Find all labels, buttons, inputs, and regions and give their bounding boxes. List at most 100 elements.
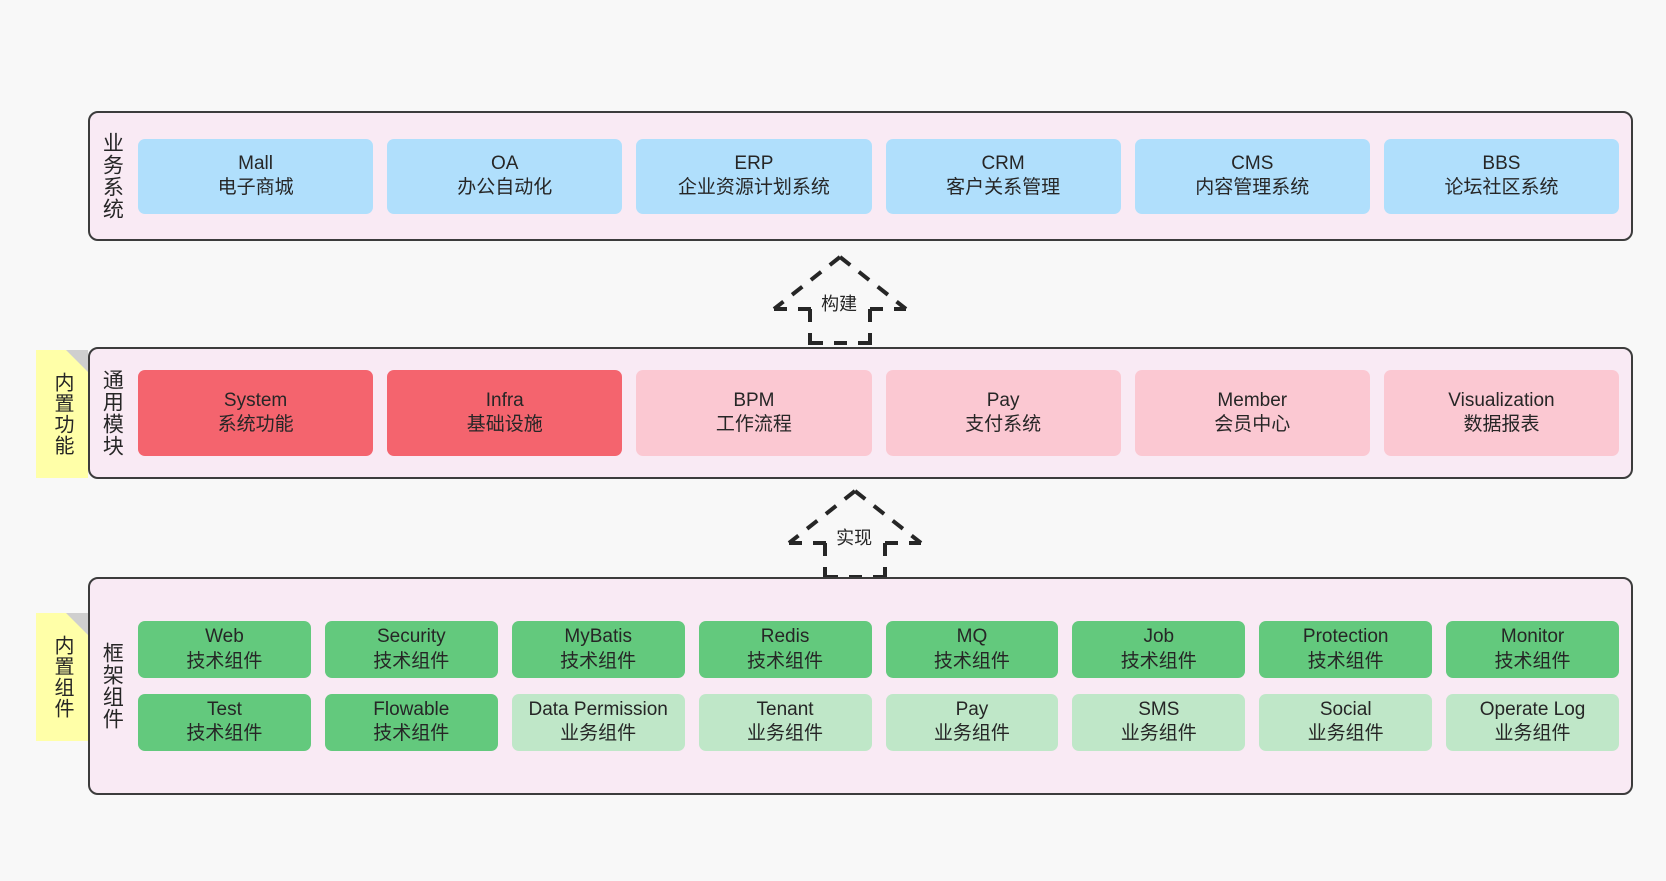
card-security-desc: 技术组件: [373, 650, 450, 672]
card-oa[interactable]: OA 办公自动化: [387, 138, 623, 214]
card-protection-name: Protection: [1302, 626, 1389, 648]
card-visualization-desc: 数据报表: [1463, 414, 1540, 435]
card-job-name: Job: [1143, 626, 1175, 648]
card-bbs-name: BBS: [1482, 152, 1521, 174]
card-system-desc: 系统功能: [217, 414, 294, 435]
card-operate-log-desc: 业务组件: [1494, 723, 1571, 745]
framework-biz-row: Test 技术组件 Flowable 技术组件 Data Permission …: [138, 694, 1619, 751]
card-security-name: Security: [376, 626, 446, 648]
card-monitor-name: Monitor: [1500, 626, 1565, 648]
card-oa-name: OA: [491, 152, 519, 174]
card-bpm-desc: 工作流程: [715, 414, 792, 435]
card-test-desc: 技术组件: [186, 723, 263, 745]
card-mall-name: Mall: [238, 152, 273, 174]
framework-components-body: Web 技术组件 Security 技术组件 MyBatis 技术组件 Redi…: [132, 579, 1631, 793]
card-social[interactable]: Social 业务组件: [1259, 694, 1433, 751]
card-web-name: Web: [205, 626, 244, 648]
sticky-note-builtin-functions-label: 内置功能: [51, 372, 73, 456]
card-mq-desc: 技术组件: [933, 650, 1010, 672]
card-tenant-desc: 业务组件: [747, 723, 824, 745]
card-pay-module-name: Pay: [986, 389, 1020, 411]
card-flowable-name: Flowable: [373, 699, 450, 720]
card-crm[interactable]: CRM 客户关系管理: [885, 138, 1121, 214]
card-social-desc: 业务组件: [1307, 723, 1384, 745]
card-visualization-name: Visualization: [1448, 389, 1555, 411]
card-security[interactable]: Security 技术组件: [324, 621, 498, 678]
card-member-desc: 会员中心: [1214, 414, 1291, 435]
card-infra-name: Infra: [485, 389, 524, 411]
card-visualization[interactable]: Visualization 数据报表: [1383, 370, 1620, 456]
card-redis[interactable]: Redis 技术组件: [698, 621, 872, 678]
card-cms-desc: 内容管理系统: [1195, 177, 1310, 198]
card-pay-component-name: Pay: [955, 699, 989, 720]
sticky-fold-icon: [66, 350, 88, 372]
card-mq[interactable]: MQ 技术组件: [885, 621, 1059, 678]
card-operate-log[interactable]: Operate Log 业务组件: [1446, 694, 1619, 751]
card-crm-desc: 客户关系管理: [946, 177, 1061, 198]
sticky-fold-icon: [66, 613, 88, 635]
card-member[interactable]: Member 会员中心: [1134, 370, 1370, 456]
card-mybatis-name: MyBatis: [564, 626, 632, 648]
card-sms[interactable]: SMS 业务组件: [1072, 694, 1246, 751]
card-mybatis[interactable]: MyBatis 技术组件: [511, 621, 685, 678]
card-test-name: Test: [207, 699, 242, 720]
card-redis-desc: 技术组件: [747, 650, 824, 672]
card-protection[interactable]: Protection 技术组件: [1259, 621, 1433, 678]
connector-build-label: 构建: [818, 289, 861, 317]
sticky-note-builtin-components: 内置组件: [36, 613, 88, 741]
sticky-note-builtin-components-label: 内置组件: [51, 635, 73, 719]
sticky-note-builtin-functions: 内置功能: [36, 350, 88, 478]
card-erp-desc: 企业资源计划系统: [677, 177, 830, 198]
layer-framework-components: 框架组件 Web 技术组件 Security 技术组件 MyBatis 技术组件…: [88, 577, 1633, 795]
card-oa-desc: 办公自动化: [457, 177, 553, 198]
card-bbs[interactable]: BBS 论坛社区系统: [1383, 138, 1620, 214]
card-mall[interactable]: Mall 电子商城: [138, 138, 374, 214]
card-protection-desc: 技术组件: [1307, 650, 1384, 672]
card-job[interactable]: Job 技术组件: [1072, 621, 1246, 678]
card-flowable-desc: 技术组件: [373, 723, 450, 745]
card-monitor[interactable]: Monitor 技术组件: [1446, 621, 1619, 678]
card-member-name: Member: [1217, 389, 1288, 411]
connector-build: 构建: [760, 253, 920, 345]
card-flowable[interactable]: Flowable 技术组件: [324, 694, 498, 751]
card-redis-name: Redis: [760, 626, 810, 648]
business-systems-card-row: Mall 电子商城 OA 办公自动化 ERP 企业资源计划系统 CRM 客户关系…: [132, 113, 1631, 239]
card-web[interactable]: Web 技术组件: [138, 621, 311, 678]
card-cms-name: CMS: [1231, 152, 1274, 174]
card-tenant-name: Tenant: [756, 699, 814, 720]
card-data-permission-name: Data Permission: [528, 699, 668, 720]
card-mq-name: MQ: [956, 626, 988, 648]
connector-implement-label: 实现: [833, 523, 876, 551]
card-mall-desc: 电子商城: [217, 177, 294, 198]
card-erp[interactable]: ERP 企业资源计划系统: [636, 138, 872, 214]
card-mybatis-desc: 技术组件: [560, 650, 637, 672]
card-bpm[interactable]: BPM 工作流程: [636, 370, 872, 456]
card-crm-name: CRM: [981, 152, 1025, 174]
card-tenant[interactable]: Tenant 业务组件: [698, 694, 872, 751]
common-modules-card-row: System 系统功能 Infra 基础设施 BPM 工作流程 Pay 支付系统…: [132, 349, 1631, 477]
layer-common-modules-title: 通用模块: [100, 369, 124, 457]
card-infra[interactable]: Infra 基础设施: [387, 370, 623, 456]
card-system[interactable]: System 系统功能: [138, 370, 374, 456]
connector-implement: 实现: [775, 487, 935, 579]
card-web-desc: 技术组件: [186, 650, 263, 672]
card-sms-name: SMS: [1138, 699, 1180, 720]
card-monitor-desc: 技术组件: [1494, 650, 1571, 672]
card-erp-name: ERP: [734, 152, 774, 174]
card-sms-desc: 业务组件: [1120, 723, 1197, 745]
card-infra-desc: 基础设施: [466, 414, 543, 435]
card-job-desc: 技术组件: [1120, 650, 1197, 672]
card-bpm-name: BPM: [733, 389, 775, 411]
card-pay-module[interactable]: Pay 支付系统: [885, 370, 1121, 456]
card-operate-log-name: Operate Log: [1479, 699, 1586, 720]
dashed-arrow-icon: [772, 255, 908, 345]
card-social-name: Social: [1319, 699, 1372, 720]
card-data-permission[interactable]: Data Permission 业务组件: [511, 694, 685, 751]
layer-framework-components-title: 框架组件: [100, 642, 124, 730]
card-test[interactable]: Test 技术组件: [138, 694, 311, 751]
card-cms[interactable]: CMS 内容管理系统: [1134, 138, 1370, 214]
layer-business-systems: 业务系统 Mall 电子商城 OA 办公自动化 ERP 企业资源计划系统 CRM…: [88, 111, 1633, 241]
card-system-name: System: [223, 389, 288, 411]
card-pay-component[interactable]: Pay 业务组件: [885, 694, 1059, 751]
